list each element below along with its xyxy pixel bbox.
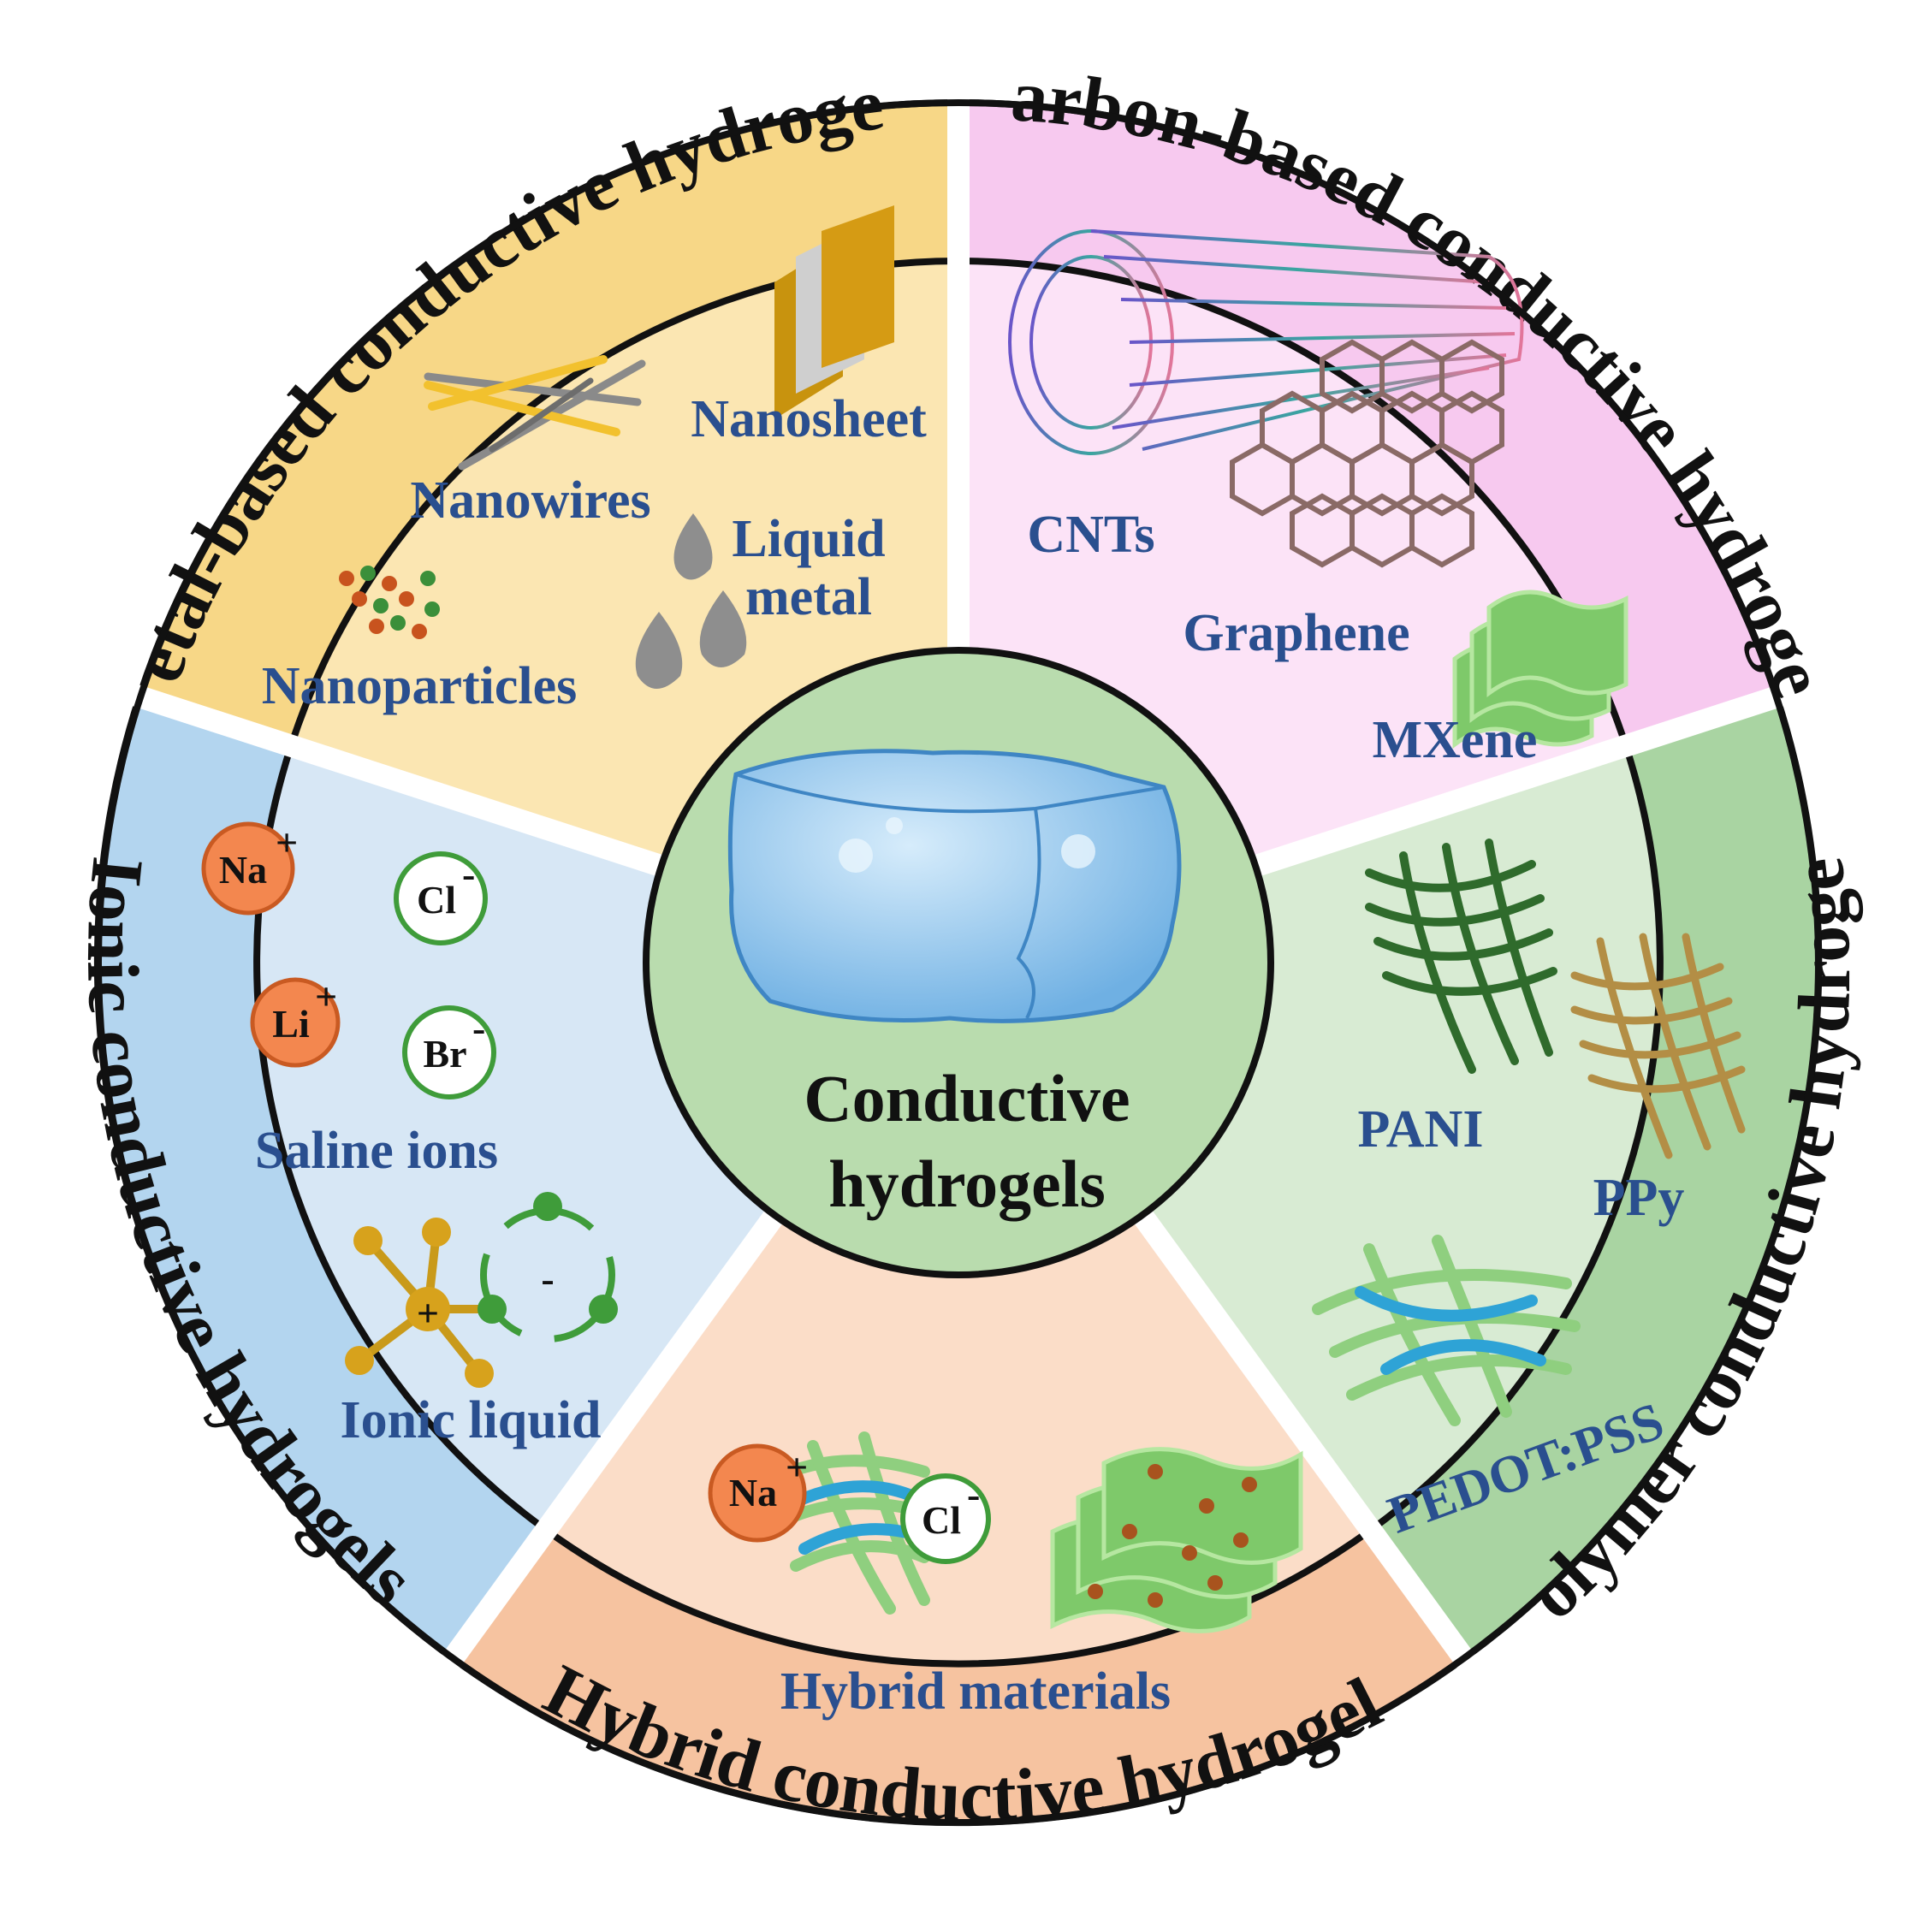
svg-text:-: - [462, 852, 475, 896]
sodium-ion: Na + [201, 821, 298, 916]
hybrid-cation: Na + [708, 1443, 808, 1543]
svg-text:-: - [541, 1257, 554, 1301]
saline-ions-label: Saline ions [255, 1122, 498, 1180]
hydrogel-cube-icon [727, 749, 1182, 1023]
graphene-label: Graphene [1183, 604, 1409, 662]
nanoparticles-label: Nanoparticles [262, 657, 578, 715]
pani-icon [1365, 839, 1557, 1074]
svg-text:Cl: Cl [922, 1498, 961, 1542]
nanosheet-label: Nanosheet [691, 390, 927, 448]
svg-text:Na: Na [219, 848, 267, 892]
svg-text:Br: Br [423, 1032, 466, 1076]
pani-label: PANI [1358, 1100, 1484, 1159]
mxene-icon [1452, 590, 1628, 749]
hybrid-anion: Cl - [900, 1473, 991, 1564]
outer-border [95, 99, 1822, 1826]
metal-label: metal [745, 568, 872, 626]
svg-text:+: + [417, 1291, 439, 1335]
svg-text:Na: Na [729, 1471, 777, 1514]
hybrid-materials-label: Hybrid materials [780, 1662, 1171, 1721]
svg-text:+: + [276, 821, 298, 864]
svg-text:-: - [967, 1473, 980, 1516]
hybrid-sheet-icon [1050, 1447, 1303, 1633]
svg-text:-: - [472, 1006, 485, 1050]
nanowires-icon [424, 355, 646, 471]
svg-text:Cl: Cl [417, 878, 456, 922]
graphene-icon [1230, 339, 1504, 568]
nanowires-label: Nanowires [410, 471, 650, 530]
lithium-ion: Li + [250, 975, 341, 1068]
nanoparticles-icon [339, 566, 440, 639]
chloride-ion: Cl - [394, 851, 488, 945]
liquid-label: Liquid [732, 510, 885, 568]
cnts-label: CNTs [1027, 506, 1154, 564]
bromide-ion: Br - [402, 1005, 496, 1099]
svg-text:+: + [315, 975, 337, 1018]
ionic-liquid-label: Ionic liquid [341, 1391, 602, 1449]
liquid-metal-icon [635, 513, 747, 689]
nanosheet-icon [774, 205, 894, 419]
center-title-line1: Conductive [804, 1061, 1130, 1135]
mxene-label: MXene [1373, 711, 1538, 769]
svg-text:+: + [786, 1445, 808, 1489]
pedot-pss-icon [1312, 1235, 1581, 1426]
center-title-line2: hydrogels [828, 1147, 1106, 1221]
svg-text:Li: Li [272, 1002, 310, 1046]
ppy-label: PPy [1593, 1169, 1685, 1227]
ionic-liquid-icon: + - [345, 1192, 618, 1388]
ppy-icon [1570, 933, 1746, 1159]
